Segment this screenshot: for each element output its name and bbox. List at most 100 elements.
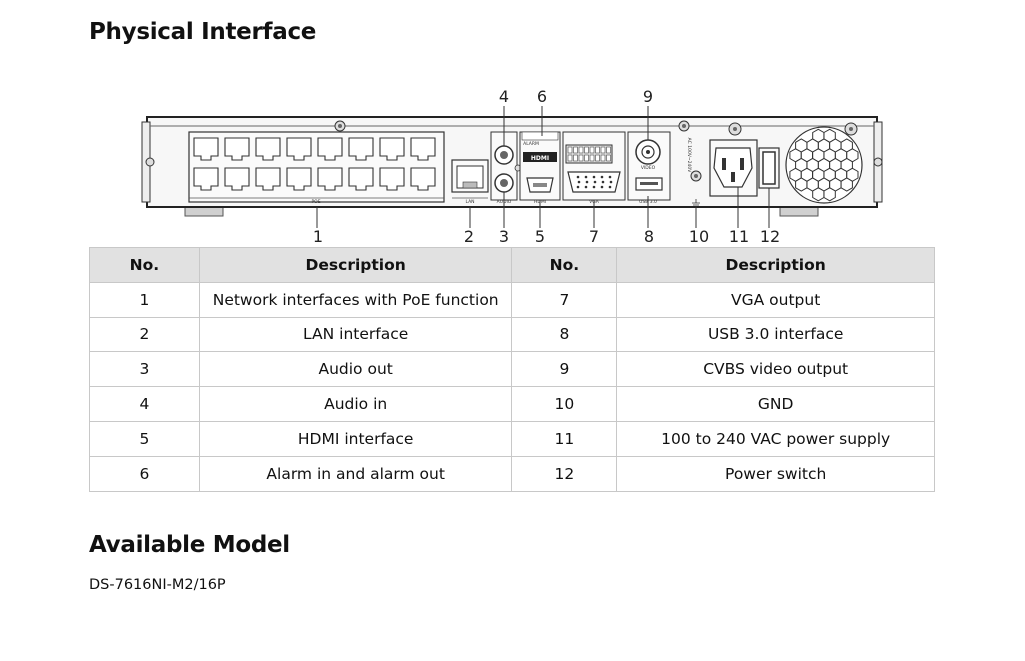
screw-icon bbox=[678, 120, 690, 132]
callout-10: 10 bbox=[689, 227, 709, 246]
callout-8: 8 bbox=[644, 227, 654, 246]
rj45-port-icon bbox=[348, 137, 374, 161]
cell-no: 11 bbox=[511, 420, 618, 457]
rj45-port-icon bbox=[348, 167, 374, 191]
fan-hex-cell bbox=[812, 187, 825, 202]
power-rating-label: AC 100V~240V bbox=[686, 138, 692, 174]
rj45-port-icon bbox=[193, 137, 219, 161]
table-row: 3 Audio out 9 CVBS video output bbox=[89, 351, 935, 388]
vga-pin bbox=[576, 175, 580, 179]
callout-11: 11 bbox=[729, 227, 749, 246]
screw-icon bbox=[844, 122, 858, 136]
terminal-pin bbox=[600, 154, 606, 162]
rj45-port-icon bbox=[255, 137, 281, 161]
fan-hex-cell bbox=[795, 177, 808, 192]
rear-panel-diagram: POE LAN AUDIO ALARM HDMI HDMI bbox=[141, 87, 883, 246]
screw-icon bbox=[728, 122, 742, 136]
audio-ports: AUDIO bbox=[490, 131, 522, 205]
terminal-pin bbox=[595, 154, 600, 162]
table-row: 2 LAN interface 8 USB 3.0 interface bbox=[89, 316, 935, 353]
terminal-pin bbox=[584, 146, 589, 154]
terminal-pin bbox=[600, 146, 606, 154]
vga-pin bbox=[576, 185, 580, 189]
table-row: 4 Audio in 10 GND bbox=[89, 386, 935, 422]
vga-pin bbox=[600, 175, 604, 179]
callout-5: 5 bbox=[535, 227, 545, 246]
callout-4: 4 bbox=[499, 87, 509, 106]
cell-description: HDMI interface bbox=[198, 420, 513, 457]
hdmi-port: ALARM HDMI HDMI bbox=[519, 131, 561, 205]
video-label: VIDEO bbox=[641, 165, 656, 171]
header-no: No. bbox=[511, 247, 618, 283]
callout-7: 7 bbox=[589, 227, 599, 246]
section-title-physical-interface: Physical Interface bbox=[89, 19, 317, 45]
rj45-port-icon bbox=[317, 167, 343, 191]
cell-no: 3 bbox=[89, 351, 200, 388]
video-usb-ports: VIDEO USB 3.0 bbox=[627, 131, 671, 205]
cell-no: 5 bbox=[89, 420, 200, 457]
terminal-pin bbox=[567, 146, 573, 154]
callout-6: 6 bbox=[537, 87, 547, 106]
callout-1: 1 bbox=[313, 227, 323, 246]
cell-no: 4 bbox=[89, 386, 200, 422]
cell-no: 10 bbox=[511, 386, 618, 422]
terminal-pin bbox=[595, 146, 600, 154]
cell-description: Audio in bbox=[198, 386, 513, 422]
header-description: Description bbox=[616, 247, 935, 283]
vga-pin bbox=[584, 185, 588, 189]
rj45-port-icon bbox=[286, 137, 312, 161]
cell-description: USB 3.0 interface bbox=[616, 316, 935, 353]
terminal-pin bbox=[584, 154, 589, 162]
vga-pin bbox=[608, 185, 612, 189]
vga-pin bbox=[592, 175, 596, 179]
callout-2: 2 bbox=[464, 227, 474, 246]
cell-description: LAN interface bbox=[198, 316, 513, 353]
power-inlet bbox=[709, 139, 758, 197]
cell-description: CVBS video output bbox=[616, 351, 935, 388]
fan-grille bbox=[785, 126, 863, 204]
alarm-label: ALARM bbox=[523, 141, 539, 147]
cell-description: Alarm in and alarm out bbox=[198, 455, 513, 492]
rj45-port-icon bbox=[255, 167, 281, 191]
vga-pin bbox=[608, 175, 612, 179]
cell-description: Audio out bbox=[198, 351, 513, 388]
terminal-pin bbox=[567, 154, 573, 162]
terminal-pin bbox=[606, 154, 611, 162]
svg-text:HDMI: HDMI bbox=[531, 155, 549, 162]
poe-label: POE bbox=[311, 199, 320, 205]
cell-no: 7 bbox=[511, 281, 618, 318]
cell-no: 2 bbox=[89, 316, 200, 353]
rj45-port-icon bbox=[286, 167, 312, 191]
callout-12: 12 bbox=[760, 227, 780, 246]
rj45-port-icon bbox=[224, 137, 250, 161]
cell-description: Power switch bbox=[616, 455, 935, 492]
vga-pin bbox=[592, 185, 596, 189]
table-header-row: No. Description No. Description bbox=[89, 247, 935, 283]
model-number: DS-7616NI-M2/16P bbox=[89, 577, 226, 593]
rj45-port-icon bbox=[410, 137, 436, 161]
cell-description: Network interfaces with PoE function bbox=[198, 281, 513, 318]
callout-3: 3 bbox=[499, 227, 509, 246]
screw-icon bbox=[334, 120, 346, 132]
vga-pin bbox=[609, 180, 613, 184]
cell-no: 8 bbox=[511, 316, 618, 353]
table-row: 1 Network interfaces with PoE function 7… bbox=[89, 281, 935, 318]
vga-pin bbox=[584, 175, 588, 179]
terminal-pin bbox=[589, 154, 595, 162]
table-row: 6 Alarm in and alarm out 12 Power switch bbox=[89, 455, 935, 492]
terminal-pin bbox=[578, 154, 584, 162]
terminal-pin bbox=[573, 154, 578, 162]
vga-pin bbox=[593, 180, 597, 184]
poe-ports: POE bbox=[188, 131, 445, 205]
rj45-port-icon bbox=[379, 137, 405, 161]
terminal-pin bbox=[578, 146, 584, 154]
terminal-pin bbox=[573, 146, 578, 154]
lan-port: LAN bbox=[451, 159, 489, 205]
rj45-port-icon bbox=[317, 137, 343, 161]
fan-hex-cell bbox=[823, 187, 836, 202]
rj45-port-icon bbox=[379, 167, 405, 191]
header-no: No. bbox=[89, 247, 200, 283]
cell-description: GND bbox=[616, 386, 935, 422]
table-row: 5 HDMI interface 11 100 to 240 VAC power… bbox=[89, 420, 935, 457]
cell-description: VGA output bbox=[616, 281, 935, 318]
